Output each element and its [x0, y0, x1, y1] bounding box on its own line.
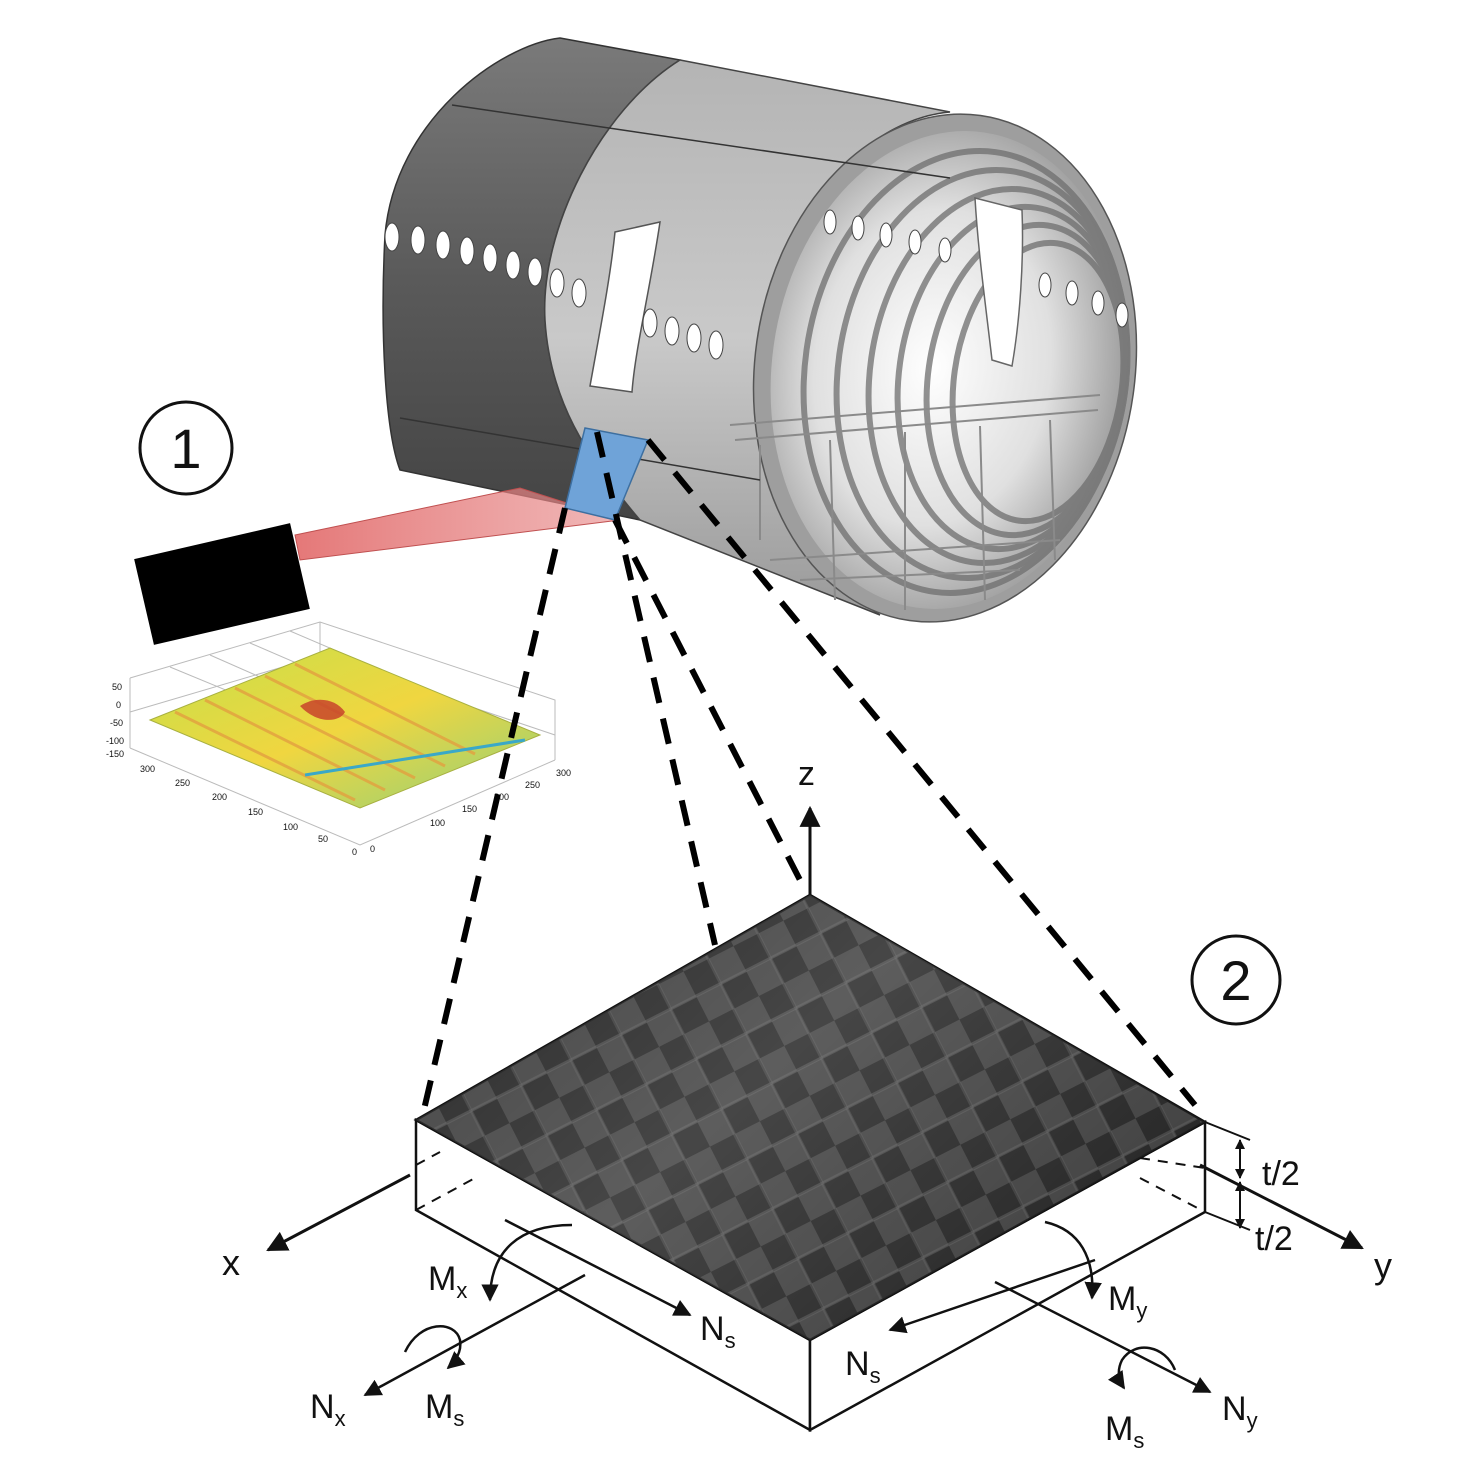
y-tick: 100	[430, 818, 445, 828]
Ns-left-label: Ns	[700, 1310, 736, 1353]
zoom-leader-lines	[419, 431, 1198, 1119]
fuselage-interior	[770, 131, 1130, 609]
x-tick: 100	[283, 822, 298, 832]
x-axis-arrow	[266, 1173, 411, 1252]
thickness-lower-label: t/2	[1255, 1220, 1293, 1258]
scan-gap-line	[304, 738, 526, 777]
Ms-left-label: Ms	[425, 1388, 464, 1431]
plate-midplane	[415, 1151, 1206, 1169]
x-tick: 150	[248, 807, 263, 817]
laminate-plate	[413, 893, 1208, 1433]
scan-y-ticks: 0 100 150 200 250 300	[370, 768, 571, 854]
Ms-right-curl	[1107, 1346, 1177, 1390]
resultant-arrows	[363, 1218, 1212, 1397]
fuselage-barrel	[382, 37, 1138, 623]
scanner-body	[134, 523, 310, 645]
x-tick: 250	[175, 778, 190, 788]
x-tick: 300	[140, 764, 155, 774]
scan-x-ticks: 300 250 200 150 100 50 0	[140, 764, 357, 857]
Ms-right-label: Ms	[1105, 1410, 1144, 1453]
resultant-labels: Mx Ns Nx Ms My Ns Ms Ny	[310, 1260, 1258, 1453]
Mx-curl	[481, 1223, 573, 1302]
door-cutout-front	[589, 221, 661, 393]
x-tick: 200	[212, 792, 227, 802]
Ms-left-curl	[403, 1325, 466, 1370]
Mx-label: Mx	[428, 1260, 467, 1303]
step-marker-1: 1	[138, 400, 234, 496]
My-curl	[1044, 1220, 1102, 1300]
x-tick: 0	[352, 847, 357, 857]
z-axis-label: z	[798, 755, 815, 793]
step-marker-1-label: 1	[170, 417, 201, 480]
scan-z-ticks: 50 0 -50 -100 -150	[106, 682, 124, 759]
Ns-left-arrow	[504, 1218, 692, 1317]
Ny-label: Ny	[1222, 1390, 1258, 1433]
step-marker-2-label: 2	[1220, 949, 1251, 1012]
Nx-label: Nx	[310, 1388, 346, 1431]
z-tick: 50	[112, 682, 122, 692]
window-row	[384, 209, 1129, 360]
plate-top-sheen	[416, 895, 1205, 1340]
y-axis-arrow	[1199, 1163, 1364, 1250]
Nx-arrow	[363, 1273, 586, 1397]
scan-surface-plot: 50 0 -50 -100 -150 300 250 200 150 100 5…	[106, 621, 571, 857]
z-tick: -50	[110, 718, 123, 728]
y-tick: 200	[494, 792, 509, 802]
Ns-right-label: Ns	[845, 1345, 881, 1388]
x-tick: 50	[318, 834, 328, 844]
thickness-dimension	[1204, 1121, 1251, 1231]
y-tick: 300	[556, 768, 571, 778]
Ns-right-arrow	[888, 1258, 1096, 1334]
z-tick: -100	[106, 736, 124, 746]
y-tick: 0	[370, 844, 375, 854]
y-axis-label: y	[1374, 1245, 1392, 1286]
Ny-arrow	[994, 1280, 1212, 1394]
laser-scanner	[134, 487, 621, 645]
fuselage-seam-top	[451, 104, 951, 179]
y-tick: 150	[462, 804, 477, 814]
step-marker-2: 2	[1190, 934, 1282, 1026]
scan-surface	[148, 647, 542, 809]
interior-frames	[800, 148, 1131, 596]
x-axis-label: x	[222, 1242, 240, 1283]
thickness-upper-label: t/2	[1262, 1155, 1300, 1193]
door-cutout-rear	[974, 197, 1024, 367]
My-label: My	[1108, 1280, 1147, 1323]
scan-defect	[300, 699, 345, 720]
z-tick: -150	[106, 749, 124, 759]
plate-hidden-edge	[415, 1177, 1206, 1213]
floor-structure	[729, 394, 1101, 610]
coordinate-axes	[266, 805, 1364, 1252]
z-tick: 0	[116, 700, 121, 710]
y-tick: 250	[525, 780, 540, 790]
